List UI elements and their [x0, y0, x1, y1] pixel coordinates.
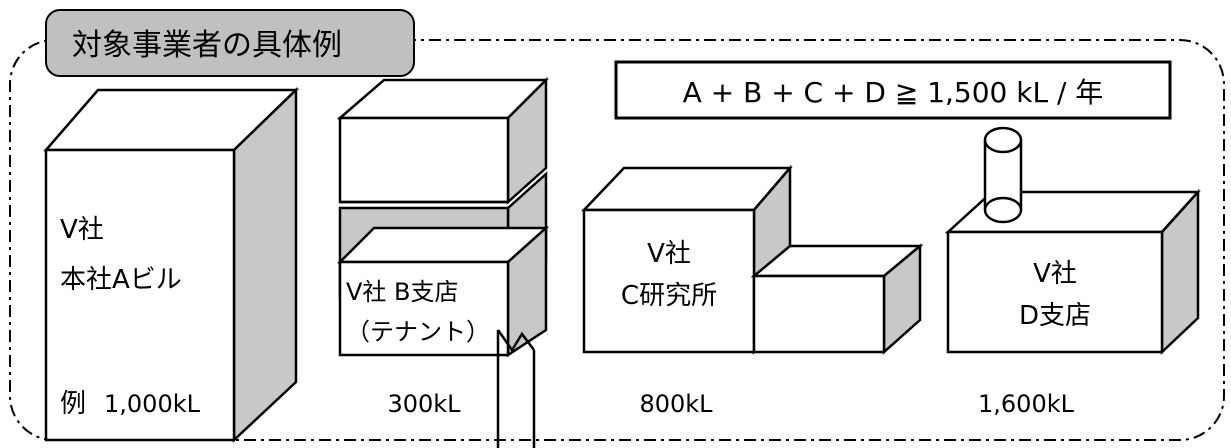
building-b-break-mark — [496, 329, 535, 353]
building-c-front — [582, 208, 756, 354]
building-c — [581, 164, 924, 355]
building-a-line1: V社 — [60, 215, 104, 245]
title-tab — [45, 9, 415, 77]
chimney-bottom — [983, 196, 1023, 224]
building-b — [336, 76, 550, 448]
example-prefix: 例 — [60, 389, 86, 419]
building-a-front — [44, 148, 236, 442]
building-a-amount: 1,000kL — [104, 390, 201, 418]
building-c-line1: V社 — [647, 239, 691, 269]
building-c-line2: C研究所 — [621, 281, 717, 311]
title-text: 対象事業者の具体例 — [72, 28, 342, 63]
building-d-line2: D支店 — [1019, 301, 1091, 331]
building-b-line1: V社 B支店 — [346, 278, 459, 306]
building-b-tenant-front — [338, 260, 510, 357]
building-b-amount: 300kL — [387, 390, 461, 418]
building-d — [944, 126, 1201, 355]
formula-text: A + B + C + D ≧ 1,500 kL / 年 — [683, 76, 1104, 109]
building-d-line1: V社 — [1033, 259, 1077, 289]
building-c-amount: 800kL — [639, 390, 713, 418]
region-border — [9, 39, 1225, 441]
building-a-side — [232, 87, 298, 443]
building-b-top-floor-front — [338, 116, 510, 204]
building-d-front — [946, 230, 1164, 354]
building-d-amount: 1,600kL — [978, 390, 1075, 418]
chimney-top — [983, 126, 1023, 154]
building-a — [43, 87, 300, 443]
formula-box — [614, 60, 1172, 120]
building-a-line2: 本社Aビル — [60, 265, 182, 295]
building-c-annex-front — [752, 274, 886, 354]
building-b-line2: （テナント） — [346, 318, 490, 346]
